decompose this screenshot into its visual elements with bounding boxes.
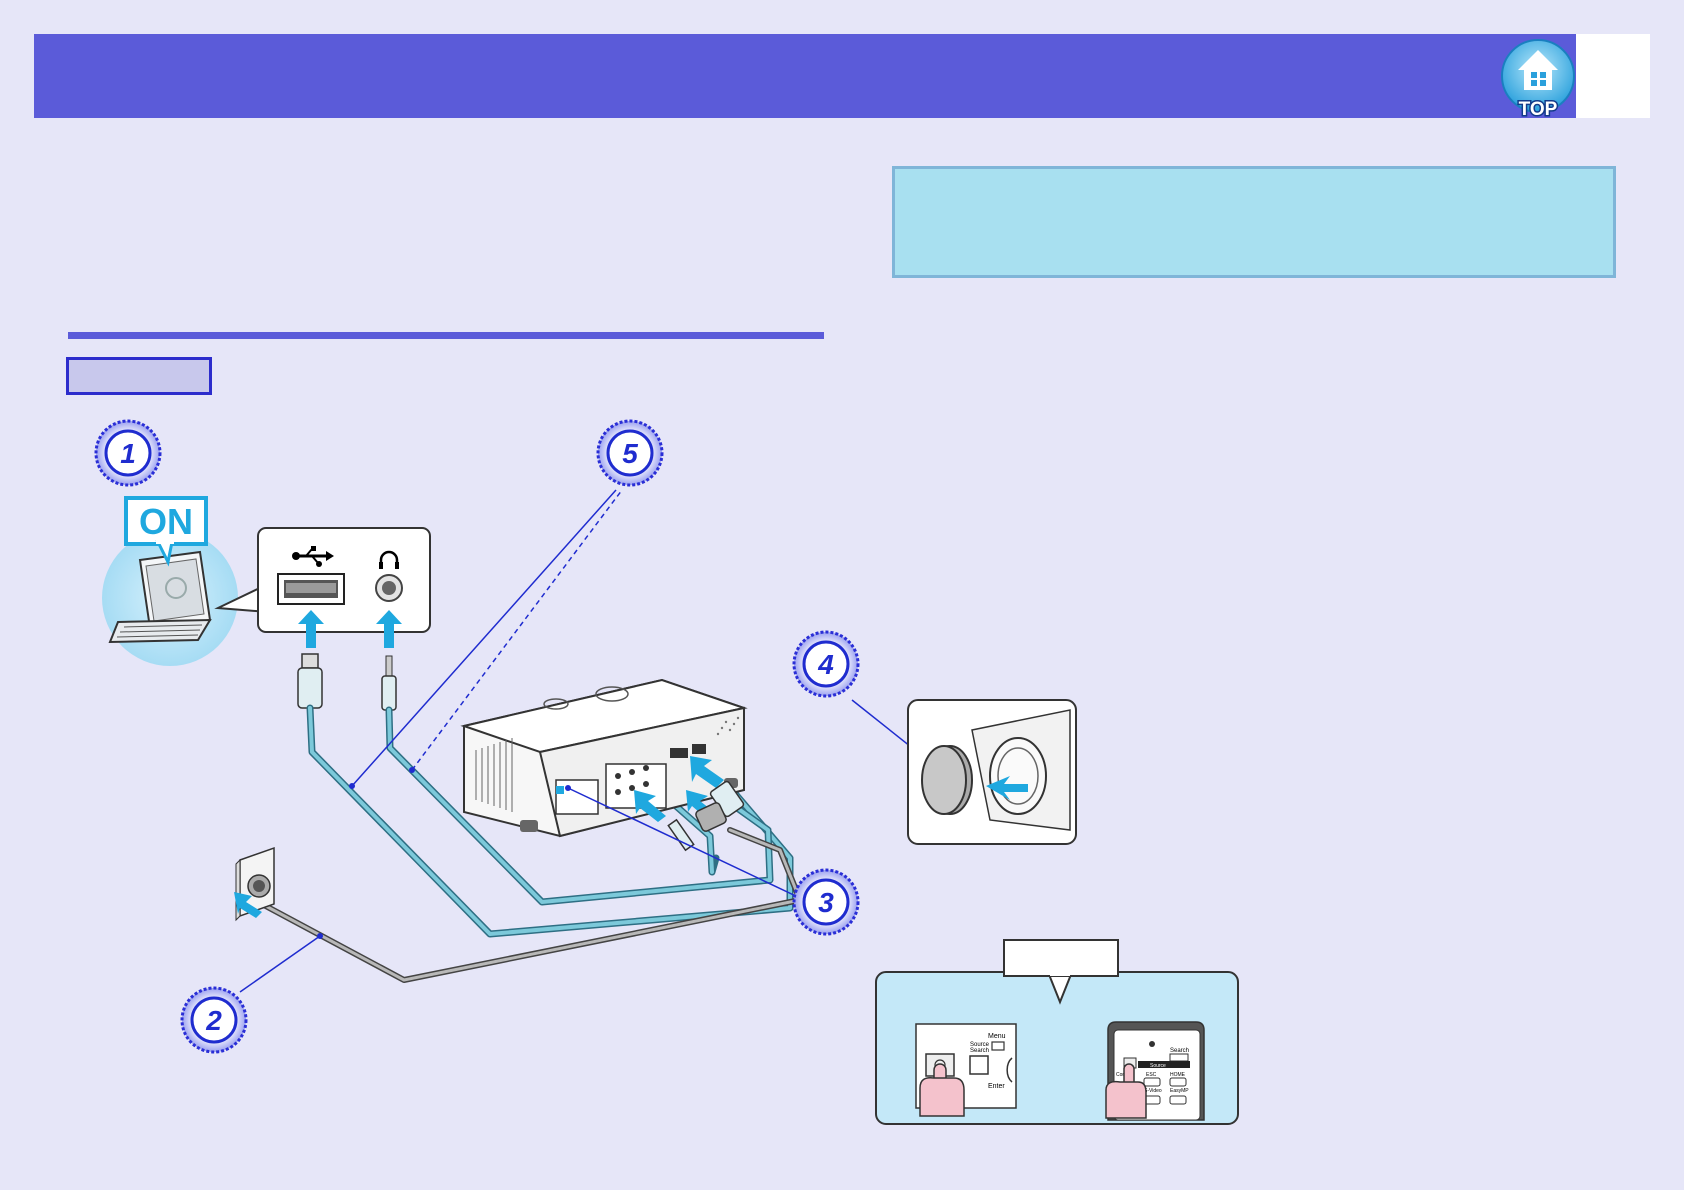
top-button[interactable]: TOP	[1498, 36, 1578, 120]
step-3-number: 3	[818, 887, 834, 918]
remote-btn-svideo: S-Video	[1144, 1088, 1162, 1094]
usb-icon	[292, 546, 334, 567]
source-label-2: Search	[970, 1048, 989, 1054]
power-cord-end	[695, 802, 727, 832]
usb-cable-plug	[297, 653, 323, 709]
remote-source-label: Source	[1150, 1063, 1166, 1069]
step-3-leader	[567, 787, 801, 899]
remote-btn-easymp: EasyMP	[1170, 1088, 1189, 1094]
projector-icon	[460, 678, 748, 838]
enter-label: Enter	[988, 1083, 1005, 1090]
on-label: ON	[124, 496, 208, 567]
step-1-badge: 1	[94, 419, 162, 487]
step-2-leader	[239, 935, 321, 993]
source-search-button[interactable]	[969, 1055, 989, 1075]
step-5-number: 5	[622, 438, 638, 469]
page-number	[1576, 34, 1650, 118]
step-3-badge: 3	[792, 868, 860, 936]
top-home-icon	[1518, 50, 1558, 90]
audio-cable-end	[667, 818, 695, 852]
outlet-arrow	[234, 892, 262, 918]
step-5-leader	[351, 489, 617, 787]
menu-button[interactable]	[991, 1041, 1005, 1051]
port-panel	[214, 527, 431, 633]
source-label-1: Source	[970, 1042, 990, 1048]
step-2-number: 2	[205, 1005, 222, 1036]
header-bar	[34, 34, 1576, 118]
audio-cable-plug	[381, 655, 397, 711]
section-divider	[68, 332, 824, 339]
step-5-leader-dashed	[411, 489, 623, 771]
on-label-text: ON	[139, 501, 193, 542]
hand-pointer-icon	[919, 1063, 965, 1117]
laptop-icon	[108, 550, 212, 644]
control-panel: Source Search Menu Enter	[915, 1023, 1017, 1109]
lens-cap-icon	[907, 699, 1077, 845]
connect-arrows	[298, 610, 402, 648]
power-cord	[259, 827, 803, 983]
note-box	[892, 166, 1616, 278]
hand-pointer-icon	[1105, 1063, 1147, 1119]
step-2-badge: 2	[180, 986, 248, 1054]
remote-search-label: Search	[1170, 1048, 1189, 1054]
procedure-tab	[66, 357, 212, 395]
step-5-badge: 5	[596, 419, 664, 487]
top-button-label: TOP	[1519, 99, 1558, 120]
step-1-number: 1	[120, 438, 136, 469]
remote-btn-home: HOME	[1170, 1072, 1186, 1078]
menu-label: Menu	[988, 1033, 1006, 1040]
remote-btn-esc: ESC	[1146, 1072, 1157, 1078]
power-callout: Source Search Menu Enter Search Source C…	[875, 939, 1239, 1125]
headphone-icon	[379, 550, 399, 569]
step-4-badge: 4	[792, 630, 860, 698]
remote-btn-comp: Comp	[1116, 1072, 1130, 1078]
step-4-number: 4	[817, 649, 834, 680]
